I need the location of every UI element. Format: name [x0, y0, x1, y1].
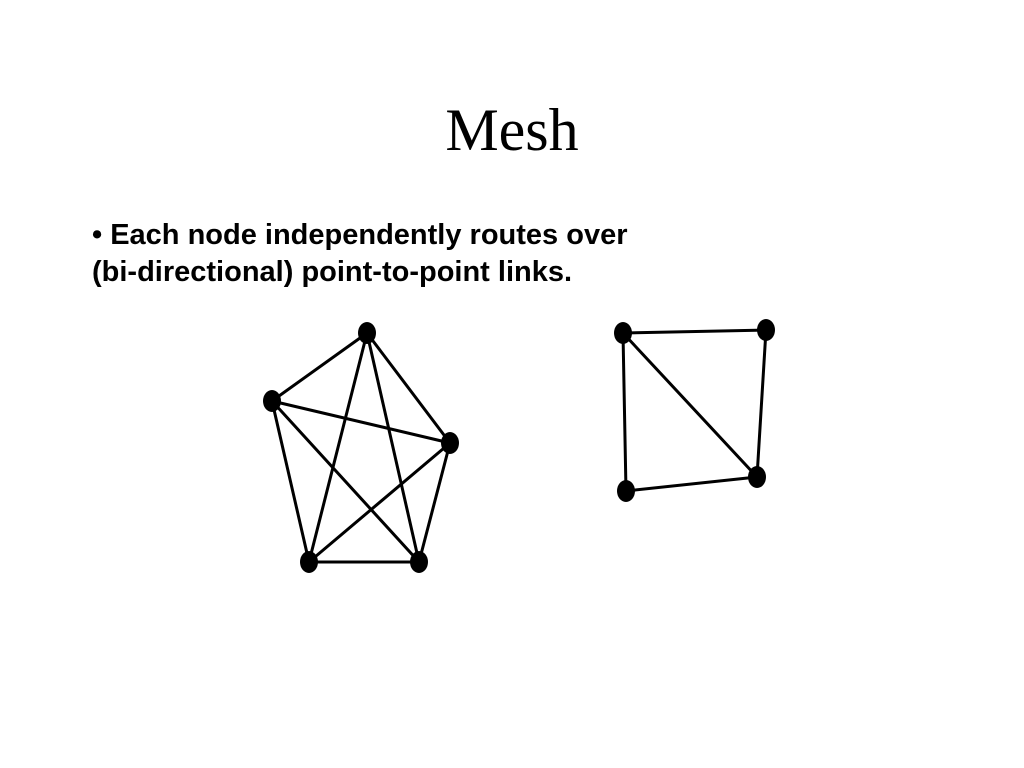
graph-edge — [270, 399, 452, 445]
graph-edge — [365, 331, 421, 564]
graph-node — [263, 390, 281, 412]
partial-mesh-edges — [621, 328, 768, 493]
partial-mesh-nodes — [614, 319, 775, 502]
slide-title: Mesh — [445, 97, 579, 163]
graph-node — [358, 322, 376, 344]
partial-mesh-graph — [614, 319, 775, 502]
graph-edge — [270, 331, 369, 403]
graph-edge — [307, 331, 369, 564]
graph-edge — [621, 331, 628, 493]
graph-node — [617, 480, 635, 502]
graph-node — [757, 319, 775, 341]
graph-edge — [365, 331, 452, 445]
full-mesh-nodes — [263, 322, 459, 573]
graph-edge — [307, 441, 452, 564]
full-mesh-edges — [270, 331, 452, 564]
graph-edge — [755, 328, 768, 479]
bullet-line-1: • Each node independently routes over — [92, 219, 628, 251]
bullet-line-2: (bi-directional) point-to-point links. — [92, 256, 573, 288]
bullet-text: • Each node independently routes over (b… — [92, 217, 912, 291]
graph-node — [614, 322, 632, 344]
full-mesh-graph — [263, 322, 459, 573]
graph-node — [748, 466, 766, 488]
graph-edge — [270, 399, 311, 564]
graph-edge — [621, 331, 759, 479]
graph-node — [300, 551, 318, 573]
graph-edge — [621, 328, 768, 335]
graph-edge — [270, 399, 421, 564]
graph-node — [410, 551, 428, 573]
graph-node — [441, 432, 459, 454]
graph-edge — [417, 441, 452, 564]
graph-edge — [624, 475, 759, 493]
